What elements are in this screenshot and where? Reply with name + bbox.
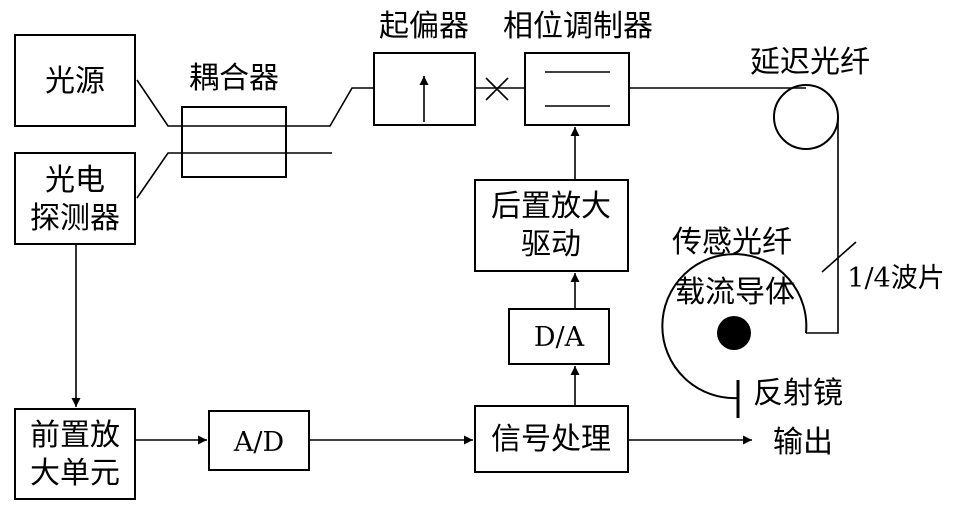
da-box — [508, 308, 610, 365]
output-label: 输出 — [773, 425, 833, 460]
pre-amp-label-line2: 大单元 — [30, 456, 120, 491]
quarter-wave-plate-label: 1/4波片 — [847, 263, 944, 294]
signal-processing-box — [474, 405, 629, 473]
fiber-source-to-coupler — [136, 79, 182, 127]
sensing-fiber-loop — [661, 253, 808, 400]
da-label: D/A — [534, 322, 585, 353]
signal-processing-label: 信号处理 — [491, 422, 611, 457]
post-amp-box — [474, 179, 629, 272]
modulator-waveguide-lines — [545, 71, 610, 107]
fiber-coupler-to-polarizer — [286, 87, 374, 127]
light-source-box — [14, 34, 136, 127]
coupler-inner-line — [182, 125, 286, 154]
ad-label: A/D — [233, 427, 284, 458]
fiber-detector-to-coupler — [136, 152, 182, 199]
fiber-coil-to-waveplate — [806, 117, 839, 334]
delay-fiber-label: 延迟光纤 — [750, 45, 870, 80]
photodetector-box — [14, 152, 136, 245]
post-amp-label-line1: 后置放大 — [491, 189, 611, 224]
current-conductor-label: 载流导体 — [675, 275, 795, 310]
light-source-label: 光源 — [45, 64, 105, 99]
delay-fiber-coil — [773, 84, 839, 150]
post-amp-label-line2: 驱动 — [521, 227, 581, 262]
polarizer-label: 起偏器 — [379, 9, 469, 44]
pre-amp-box — [14, 408, 136, 500]
coupler-label: 耦合器 — [189, 61, 279, 96]
phase-modulator-label: 相位调制器 — [503, 9, 653, 44]
phase-modulator-box — [524, 52, 630, 126]
coupler-box — [181, 106, 287, 178]
current-conductor — [717, 316, 751, 350]
photodetector-label-line2: 探测器 — [30, 201, 120, 236]
sensing-fiber-label: 传感光纤 — [672, 225, 792, 260]
pre-amp-label-line1: 前置放 — [30, 418, 120, 453]
fiber-splice-cross — [485, 77, 509, 101]
reflector-label: 反射镜 — [753, 376, 843, 411]
quarter-wave-plate-mark — [821, 241, 857, 273]
photodetector-label-line1: 光电 — [45, 163, 105, 198]
